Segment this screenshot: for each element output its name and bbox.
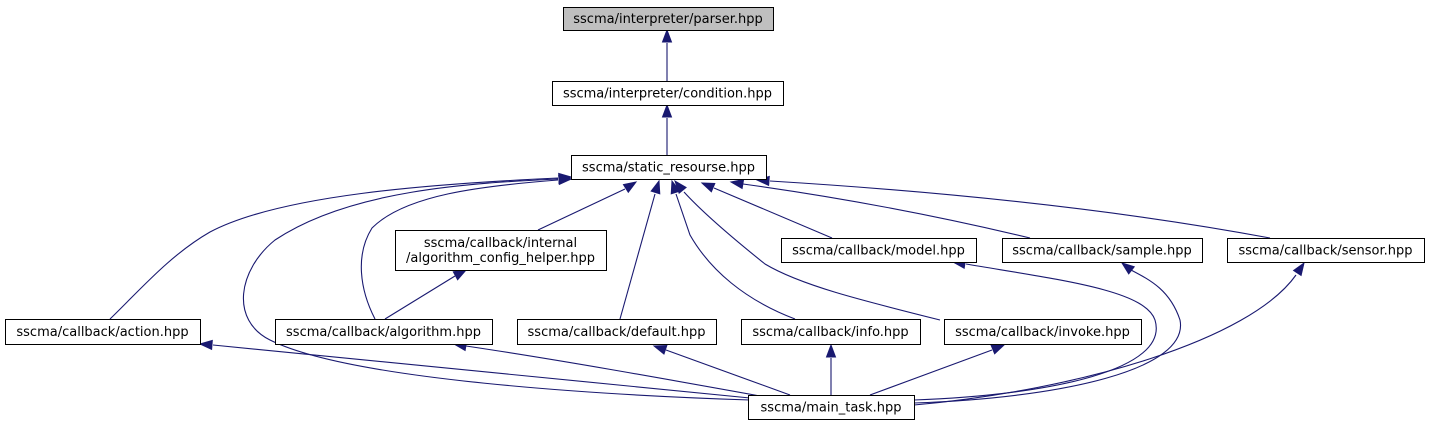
node-label: sscma/callback/info.hpp bbox=[752, 325, 908, 340]
arrowhead bbox=[990, 344, 1006, 355]
edge-main_task-to-static bbox=[243, 173, 751, 401]
arrowhead bbox=[1292, 261, 1305, 277]
edge-line bbox=[212, 344, 751, 399]
edge-line bbox=[913, 274, 1297, 406]
edge-internal-to-static bbox=[537, 181, 638, 231]
node-label: sscma/interpreter/parser.hpp bbox=[573, 12, 762, 27]
node-box bbox=[275, 319, 493, 345]
edge-line bbox=[109, 177, 559, 320]
node-box bbox=[517, 319, 717, 345]
node-label: sscma/callback/sample.hpp bbox=[1012, 244, 1191, 259]
node-main-task[interactable]: sscma/main_task.hpp bbox=[748, 395, 915, 420]
arrowhead bbox=[674, 179, 687, 194]
arrowhead bbox=[1120, 262, 1136, 275]
edge-line bbox=[665, 349, 791, 396]
edge-model-to-static bbox=[700, 182, 833, 239]
edge-invoke-to-static bbox=[674, 179, 941, 321]
nodes-layer: sscma/interpreter/parser.hpp sscma/interp… bbox=[5, 7, 1425, 420]
arrowhead bbox=[558, 173, 573, 185]
edge-line bbox=[619, 193, 656, 320]
edge-sample-to-static bbox=[729, 178, 1031, 239]
node-box bbox=[748, 395, 915, 420]
node-box bbox=[552, 81, 784, 106]
edge-line bbox=[465, 345, 761, 397]
node-parser[interactable]: sscma/interpreter/parser.hpp bbox=[563, 7, 774, 31]
edge-main_task-to-sensor bbox=[913, 261, 1305, 406]
arrowhead bbox=[729, 178, 745, 190]
edge-line bbox=[742, 183, 1031, 239]
edge-main_task-to-sample bbox=[913, 262, 1181, 404]
edge-line bbox=[537, 188, 626, 231]
arrowhead bbox=[825, 343, 837, 358]
edge-main_task-to-invoke bbox=[869, 344, 1006, 396]
node-label: sscma/static_resourse.hpp bbox=[582, 161, 755, 176]
edge-main_task-to-info bbox=[825, 343, 837, 395]
node-static[interactable]: sscma/static_resourse.hpp bbox=[571, 155, 767, 180]
arrowhead bbox=[661, 103, 673, 118]
node-box bbox=[571, 155, 767, 180]
node-label: sscma/callback/action.hpp bbox=[16, 325, 188, 340]
node-model[interactable]: sscma/callback/model.hpp bbox=[781, 238, 977, 263]
node-box bbox=[1227, 238, 1425, 263]
edge-main_task-to-default bbox=[652, 344, 791, 396]
edge-default-to-static bbox=[619, 179, 661, 320]
edges-layer bbox=[109, 28, 1305, 406]
node-label: sscma/main_task.hpp bbox=[761, 401, 902, 416]
node-label: sscma/callback/algorithm.hpp bbox=[286, 325, 481, 340]
edge-info-to-static bbox=[670, 179, 796, 320]
arrowhead bbox=[652, 344, 668, 355]
edge-line bbox=[869, 349, 993, 396]
node-label: sscma/callback/internal bbox=[424, 236, 577, 251]
arrowhead bbox=[198, 339, 213, 351]
node-label: sscma/callback/model.hpp bbox=[792, 244, 965, 259]
node-label: sscma/callback/default.hpp bbox=[528, 325, 706, 340]
node-label: sscma/callback/invoke.hpp bbox=[955, 325, 1130, 340]
edge-line bbox=[683, 191, 941, 321]
node-sample[interactable]: sscma/callback/sample.hpp bbox=[1002, 238, 1203, 263]
node-action[interactable]: sscma/callback/action.hpp bbox=[5, 319, 201, 345]
arrowhead bbox=[670, 179, 681, 195]
edge-line bbox=[243, 178, 751, 401]
edge-line bbox=[675, 193, 796, 320]
node-condition[interactable]: sscma/interpreter/condition.hpp bbox=[552, 81, 784, 106]
node-sensor[interactable]: sscma/callback/sensor.hpp bbox=[1227, 238, 1425, 263]
node-internal[interactable]: sscma/callback/internal/algorithm_config… bbox=[395, 230, 607, 271]
node-box bbox=[563, 7, 774, 31]
node-box bbox=[741, 319, 921, 345]
node-box bbox=[781, 238, 977, 263]
node-label: sscma/interpreter/condition.hpp bbox=[563, 87, 772, 102]
arrowhead bbox=[452, 269, 468, 281]
edge-line bbox=[713, 187, 833, 239]
edge-algorithm-to-internal bbox=[384, 269, 468, 320]
edge-line bbox=[384, 275, 456, 320]
edge-line bbox=[769, 180, 1271, 239]
node-box bbox=[395, 230, 607, 271]
node-box bbox=[1002, 238, 1203, 263]
arrowhead bbox=[700, 182, 716, 193]
node-box bbox=[5, 319, 201, 345]
node-info[interactable]: sscma/callback/info.hpp bbox=[741, 319, 921, 345]
edge-sensor-to-static bbox=[755, 175, 1271, 239]
node-invoke[interactable]: sscma/callback/invoke.hpp bbox=[944, 319, 1142, 345]
node-label: /algorithm_config_helper.hpp bbox=[406, 251, 595, 266]
arrowhead bbox=[650, 179, 661, 195]
node-algorithm[interactable]: sscma/callback/algorithm.hpp bbox=[275, 319, 493, 345]
edge-main_task-to-algorithm bbox=[452, 340, 761, 397]
edge-line bbox=[360, 179, 559, 320]
edge-line bbox=[913, 269, 1181, 404]
arrowhead bbox=[661, 28, 673, 43]
arrowhead bbox=[622, 181, 638, 194]
edge-static-to-condition bbox=[661, 103, 673, 155]
node-box bbox=[944, 319, 1142, 345]
edge-main_task-to-action bbox=[198, 339, 751, 399]
node-label: sscma/callback/sensor.hpp bbox=[1238, 244, 1412, 259]
edge-condition-to-parser bbox=[661, 28, 673, 81]
node-default[interactable]: sscma/callback/default.hpp bbox=[517, 319, 717, 345]
